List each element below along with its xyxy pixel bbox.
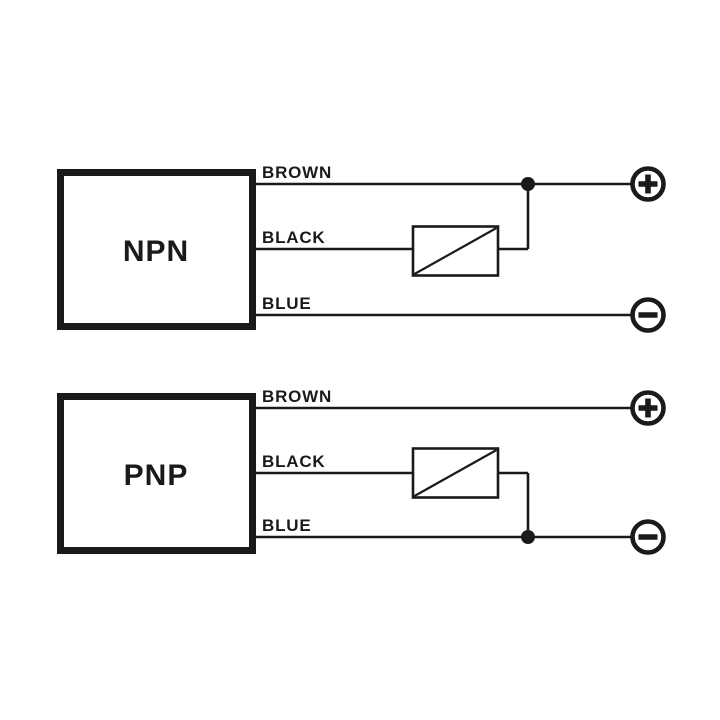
npn-junction-dot [521,177,535,191]
pnp-blue-wire-label: BLUE [262,516,311,535]
npn-negative-terminal-icon [630,297,666,333]
pnp-sensor-label: PNP [124,459,189,492]
npn-sensor-box [57,169,256,330]
npn-black-wire-label: BLACK [262,228,326,247]
pnp-load-diagonal [413,449,498,497]
npn-diagram: NPN BROWN BLACK BLUE [57,163,666,333]
pnp-black-wire-label: BLACK [262,452,326,471]
pnp-negative-terminal-icon [630,519,666,555]
npn-load-icon [411,225,500,277]
pnp-load-icon [411,447,500,499]
pnp-junction-dot [521,530,535,544]
npn-brown-wire-label: BROWN [262,163,332,182]
npn-load-diagonal [413,227,498,275]
npn-blue-wire-label: BLUE [262,294,311,313]
npn-sensor-label: NPN [123,235,189,268]
pnp-sensor-box [57,393,256,554]
pnp-brown-wire-label: BROWN [262,387,332,406]
pnp-positive-terminal-icon [630,390,666,426]
npn-positive-terminal-icon [630,166,666,202]
pnp-diagram: PNP BROWN BLACK BLUE [57,387,666,555]
